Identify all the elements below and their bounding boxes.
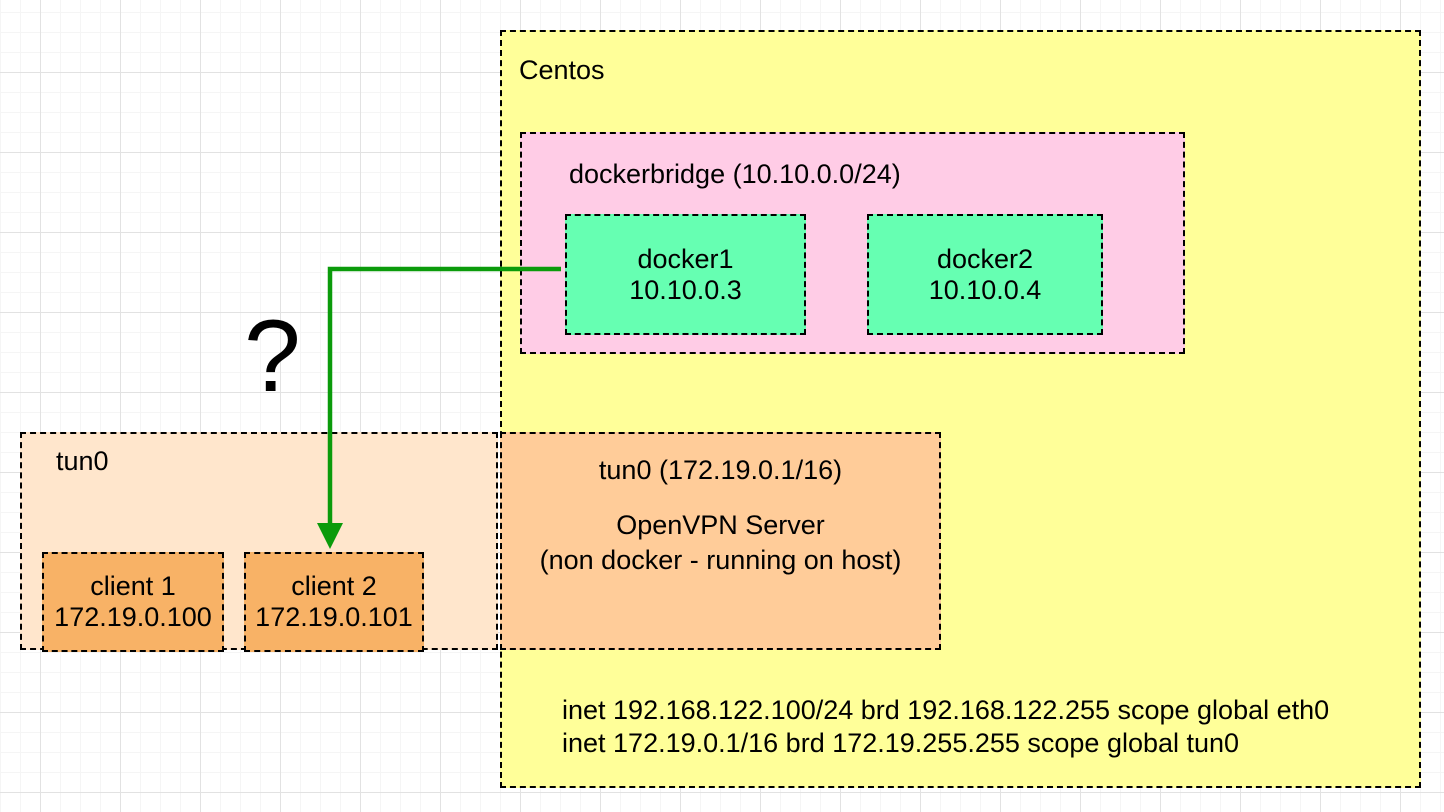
docker1-container-box: docker1 10.10.0.3	[565, 214, 806, 335]
tun0-clients-box: tun0 client 1 172.19.0.100 client 2 172.…	[20, 432, 498, 652]
client2-name: client 2	[291, 571, 377, 601]
client1-box: client 1 172.19.0.100	[42, 552, 224, 652]
question-mark-annotation: ?	[244, 299, 301, 413]
openvpn-description-line1: OpenVPN Server	[616, 510, 825, 540]
client2-ip: 172.19.0.101	[255, 602, 413, 632]
client1-ip: 172.19.0.100	[54, 602, 212, 632]
openvpn-tun0-label: tun0 (172.19.0.1/16)	[598, 455, 843, 485]
inet-tun0-line: inet 172.19.0.1/16 brd 172.19.255.255 sc…	[562, 728, 1240, 758]
docker2-ip: 10.10.0.4	[928, 274, 1042, 305]
openvpn-description-line2: (non docker - running on host)	[539, 545, 902, 575]
docker2-name: docker2	[936, 243, 1034, 274]
dockerbridge-network-box: dockerbridge (10.10.0.0/24) docker1 10.1…	[520, 132, 1185, 354]
openvpn-tun0-box: tun0 (172.19.0.1/16) OpenVPN Server (non…	[500, 432, 941, 650]
centos-host-label: Centos	[519, 55, 605, 85]
docker1-name: docker1	[637, 243, 734, 274]
openvpn-description: OpenVPN Server (non docker - running on …	[502, 508, 939, 578]
client2-box: client 2 172.19.0.101	[244, 552, 424, 652]
tun0-clients-label: tun0	[56, 446, 109, 476]
inet-eth0-line: inet 192.168.122.100/24 brd 192.168.122.…	[562, 695, 1330, 725]
inet-addresses: inet 192.168.122.100/24 brd 192.168.122.…	[562, 694, 1329, 760]
docker2-container-box: docker2 10.10.0.4	[867, 214, 1103, 335]
centos-host-box: Centos dockerbridge (10.10.0.0/24) docke…	[500, 30, 1421, 788]
client1-name: client 1	[90, 571, 176, 601]
dockerbridge-network-label: dockerbridge (10.10.0.0/24)	[569, 159, 901, 189]
docker1-ip: 10.10.0.3	[629, 274, 742, 305]
